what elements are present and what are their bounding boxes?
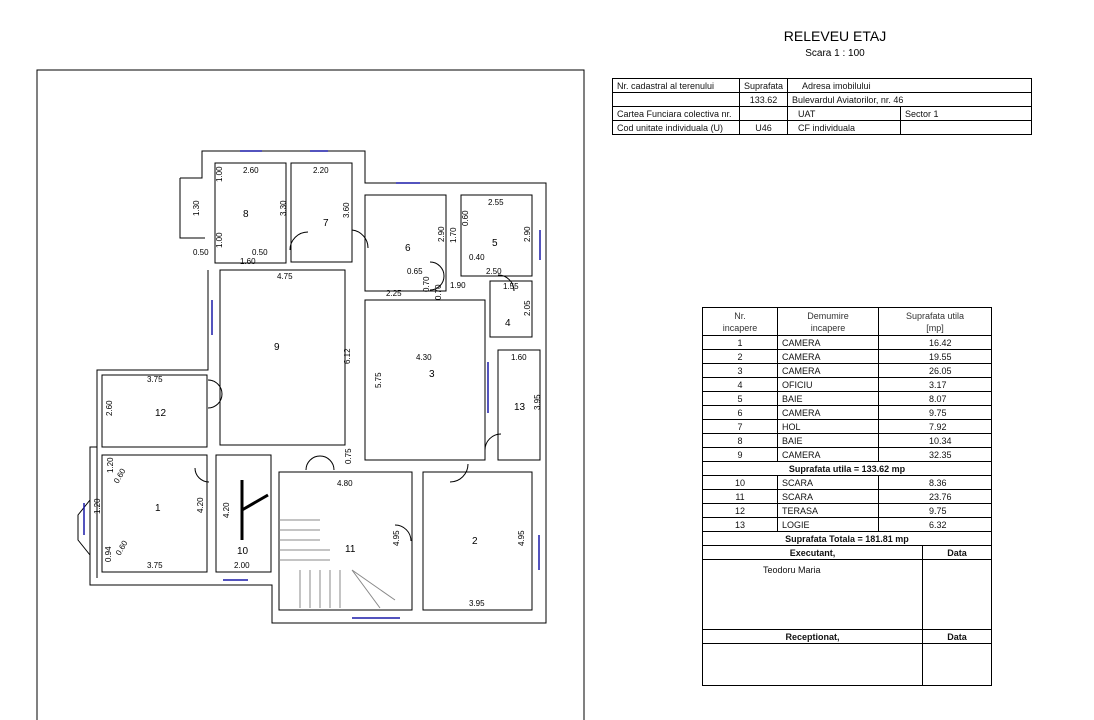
dimension-label: 0.40 xyxy=(469,253,485,262)
dimension-label: 1.60 xyxy=(511,353,527,362)
dimension-label: 0.75 xyxy=(344,448,353,464)
dimension-label: 4.30 xyxy=(416,353,432,362)
dimension-label: 2.60 xyxy=(243,166,259,175)
room-number: 13 xyxy=(514,402,526,413)
room-number: 10 xyxy=(237,546,249,557)
dimension-label: 2.25 xyxy=(386,289,402,298)
receptionat-signature xyxy=(702,643,923,686)
dimension-label: 0.65 xyxy=(407,267,423,276)
room-number: 12 xyxy=(155,408,167,419)
dimension-label: 4.20 xyxy=(222,502,231,518)
dimension-label: 2.05 xyxy=(523,300,532,316)
dimension-label: 4.95 xyxy=(517,530,526,546)
cell xyxy=(900,120,1032,135)
dimension-label: 2.90 xyxy=(437,226,446,242)
scale-label: Scara 1 : 100 xyxy=(805,48,865,59)
room-number: 5 xyxy=(492,238,498,249)
dimension-label: 1.30 xyxy=(192,200,201,216)
dimension-label: 1.00 xyxy=(215,166,224,182)
document-title: RELEVEU ETAJ xyxy=(783,28,887,44)
dimension-label: 2.90 xyxy=(523,226,532,242)
header-name: Demumire incapere xyxy=(777,307,879,336)
dimension-label: 3.95 xyxy=(533,394,542,410)
dimension-label: 2.55 xyxy=(488,198,504,207)
rooms-table: Nr. incapere Demumire incapere Suprafata… xyxy=(702,307,992,686)
dimension-label: 1.00 xyxy=(215,232,224,248)
dimension-label: 3.60 xyxy=(342,202,351,218)
dimension-label: 2.20 xyxy=(313,166,329,175)
header-nr: Nr. incapere xyxy=(702,307,778,336)
dimension-label: 3.75 xyxy=(147,561,163,570)
executant-name: Teodoru Maria xyxy=(702,559,923,630)
dimension-label: 0.60 xyxy=(114,539,130,557)
dimension-label: 1.60 xyxy=(240,257,256,266)
dimension-label: 1.55 xyxy=(503,282,519,291)
dimension-label: 4.80 xyxy=(337,479,353,488)
dimension-label: 1.20 xyxy=(93,498,102,514)
cell: Cod unitate individuala (U) xyxy=(612,120,740,135)
room-number: 9 xyxy=(274,342,280,353)
room-number: 4 xyxy=(505,318,511,329)
executant-date xyxy=(922,559,992,630)
dimension-label: 2.00 xyxy=(234,561,250,570)
dimension-label: 2.60 xyxy=(105,400,114,416)
room-number: 8 xyxy=(243,209,249,220)
dimension-label: 0.50 xyxy=(193,248,209,257)
room-number: 3 xyxy=(429,369,435,380)
room-number: 7 xyxy=(323,218,329,229)
dimension-label: 3.30 xyxy=(279,200,288,216)
dimension-label: 4.20 xyxy=(196,497,205,513)
room-number: 6 xyxy=(405,243,411,254)
dimension-label: 4.75 xyxy=(277,272,293,281)
dimension-label: 3.75 xyxy=(147,375,163,384)
walls xyxy=(77,150,547,624)
dimension-label: 0.60 xyxy=(461,210,470,226)
dimension-label: 1.90 xyxy=(450,281,466,290)
room-number: 2 xyxy=(472,536,478,547)
room-numbers: 1 2 3 4 5 6 7 8 9 10 11 12 13 xyxy=(155,209,526,557)
dimension-label: 1.20 xyxy=(106,457,115,473)
header-area: Suprafata utila [mp] xyxy=(878,307,992,336)
dimension-label: 0.50 xyxy=(252,248,268,257)
windows xyxy=(83,150,541,619)
room-number: 11 xyxy=(345,544,356,555)
dimension-label: 0.70 xyxy=(422,276,431,292)
dimension-label: 0.94 xyxy=(104,546,113,562)
cell: U46 xyxy=(738,120,789,135)
plan-frame xyxy=(36,69,585,720)
room-number: 1 xyxy=(155,503,161,514)
dimension-label: 3.95 xyxy=(469,599,485,608)
dimension-label: 4.95 xyxy=(392,530,401,546)
dimension-label: 2.50 xyxy=(486,267,502,276)
dimension-label: 5.75 xyxy=(374,372,383,388)
receptionat-date xyxy=(922,643,992,686)
dimension-label: 1.70 xyxy=(449,227,458,243)
cell: CF individuala xyxy=(787,120,902,135)
dimension-label: 0.70 xyxy=(434,284,443,300)
dimension-label: 6.12 xyxy=(343,348,352,364)
